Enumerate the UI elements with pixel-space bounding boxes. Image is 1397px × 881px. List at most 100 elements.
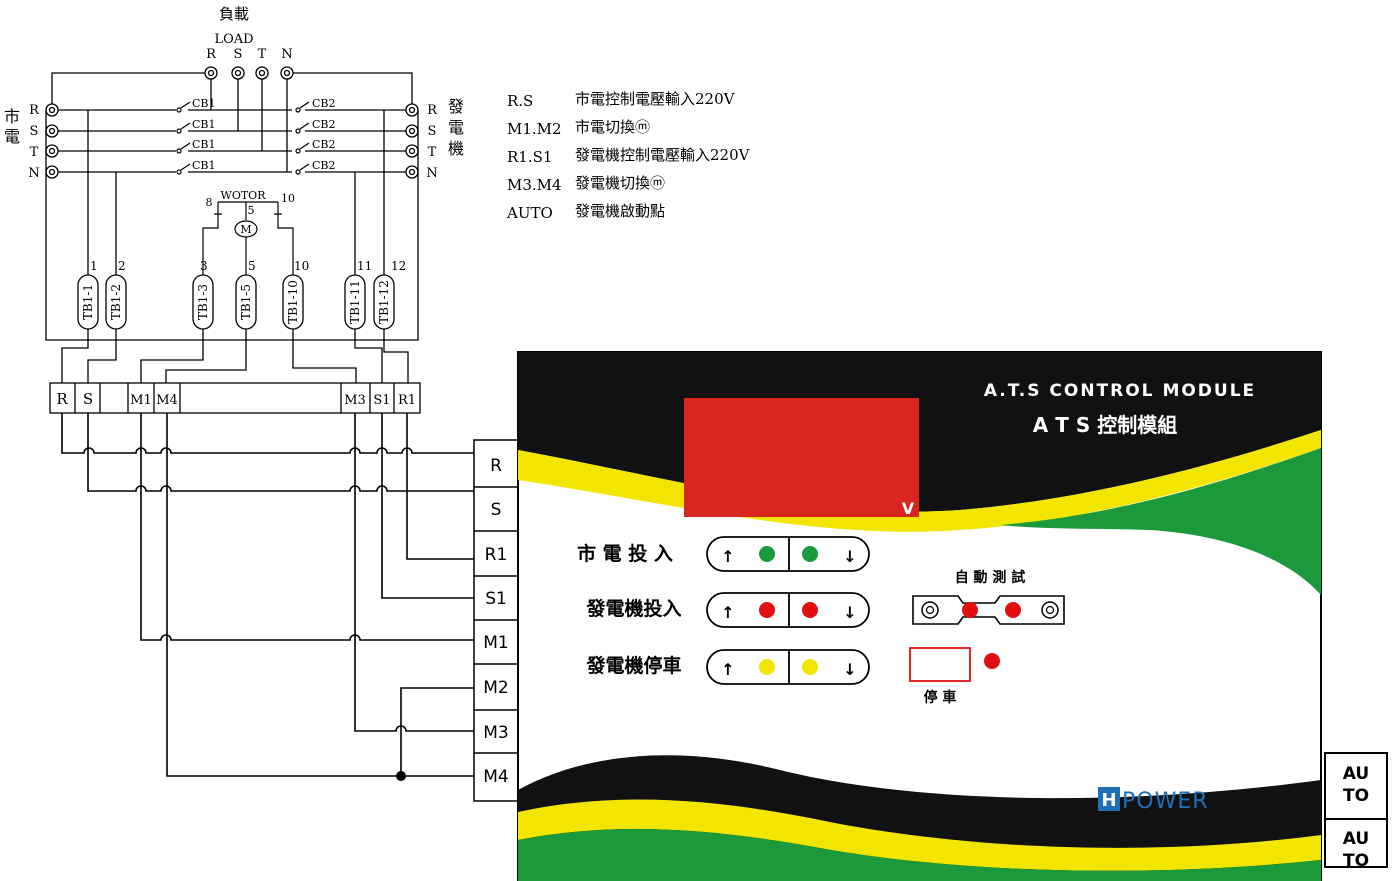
cb2-label-3: CB2 (312, 138, 336, 151)
strip-m1: M1 (130, 393, 152, 408)
row-label-mains: 市 電 投 入 (577, 542, 673, 565)
row-label-gen-stop: 發電機停車 (585, 654, 681, 677)
wire-11: 11 (357, 259, 372, 273)
gen-label-1: 發 (448, 97, 464, 116)
wire-1: 1 (90, 259, 98, 273)
mains-up-button[interactable]: ↑ (721, 546, 775, 566)
wire-5: 5 (248, 259, 256, 273)
legend-code-1: R.S (507, 92, 533, 110)
gen-on-down-button[interactable]: ↓ (802, 602, 857, 622)
svg-text:↓: ↓ (843, 603, 856, 622)
auto-test-switch[interactable] (912, 595, 1065, 625)
load-phase-n: N (281, 47, 292, 62)
auto-term-2-a: AU (1343, 829, 1369, 849)
mains-phase-n: N (28, 166, 39, 181)
gen-phase-r: R (427, 103, 438, 118)
stop-label: 停 車 (924, 689, 957, 706)
legend-code-3: R1.S1 (507, 148, 552, 166)
module-term-r: R (490, 456, 502, 476)
stop-indicator (984, 653, 1000, 669)
svg-text:↑: ↑ (721, 547, 734, 566)
module-terminal-block: R S R1 S1 M1 M2 M3 M4 (473, 439, 519, 802)
voltage-unit: V (902, 499, 915, 518)
strip-s: S (83, 390, 93, 408)
stop-button[interactable] (909, 647, 971, 682)
auto-terminals: AU TO AU TO (1324, 752, 1388, 871)
relay-label-12: TB1-12 (377, 280, 391, 324)
button-row-gen-on: ↑ ↓ (706, 592, 870, 628)
legend-code-5: AUTO (506, 204, 553, 222)
relay-label-11: TB1-11 (348, 280, 362, 324)
control-wiring (61, 413, 474, 777)
strip-s1: S1 (373, 393, 390, 408)
brand-logo: H POWER (1098, 787, 1209, 814)
strip-r1: R1 (398, 393, 416, 408)
module-term-m1: M1 (483, 633, 508, 653)
gen-stop-up-button[interactable]: ↑ (721, 659, 775, 679)
relay-label-5: TB1-5 (239, 284, 253, 320)
relay-label-1: TB1-1 (81, 284, 95, 320)
relay-label-3: TB1-3 (196, 284, 210, 320)
module-title-en: A.T.S CONTROL MODULE (984, 381, 1256, 401)
gen-phase-n: N (426, 166, 437, 181)
cb2-label-4: CB2 (312, 159, 336, 172)
legend-code-4: M3.M4 (507, 176, 562, 194)
cb1-contacts (176, 101, 191, 175)
gen-phase-t: T (428, 145, 437, 160)
load-terminal-s (231, 66, 245, 80)
module-term-m2: M2 (483, 678, 508, 698)
junction-dot (396, 771, 406, 781)
mains-label-2: 電 (4, 127, 20, 146)
relay-row: TB1-1 TB1-2 TB1-3 TB1-5 TB1-10 TB1-11 TB… (61, 259, 409, 383)
wire-10: 10 (294, 259, 309, 273)
load-terminal-n (280, 66, 294, 80)
cb1-label-1: CB1 (192, 97, 216, 110)
mains-side: 市 電 R S T N (4, 103, 59, 181)
svg-text:↑: ↑ (721, 660, 734, 679)
module-term-r1: R1 (485, 545, 508, 565)
mains-label-1: 市 (4, 107, 20, 126)
button-row-mains: ↑ ↓ (706, 536, 870, 572)
module-title-zh: A T S 控制模組 (1033, 413, 1177, 437)
motor: WOTOR 8 5 10 M (202, 189, 295, 275)
cb1-label-2: CB1 (192, 118, 216, 131)
wire-12: 12 (391, 259, 406, 273)
motor-m: M (240, 223, 251, 236)
svg-text:↓: ↓ (843, 660, 856, 679)
relay-label-2: TB1-2 (109, 284, 123, 320)
legend: R.S 市電控制電壓輸入220V M1.M2 市電切換ⓜ R1.S1 發電機控制… (506, 90, 751, 222)
gen-label-2: 電 (448, 118, 464, 137)
load-subtitle: LOAD (214, 32, 253, 47)
brand-mark: H (1101, 790, 1116, 811)
auto-test-label: 自 動 測 試 (955, 569, 1026, 586)
mains-phase-s: S (30, 124, 39, 139)
load-terminal-r (204, 66, 218, 80)
gen-label-3: 機 (448, 139, 464, 158)
load-terminal-t (255, 66, 269, 80)
ats-control-module: A.T.S CONTROL MODULE A T S 控制模組 V 市 電 投 … (517, 351, 1322, 881)
cb2-label-1: CB2 (312, 97, 336, 110)
auto-term-1-b: TO (1343, 786, 1369, 806)
gen-phase-s: S (428, 124, 437, 139)
legend-desc-5: 發電機啟動點 (575, 202, 665, 220)
motor-label: WOTOR (221, 189, 267, 202)
load-phase-r: R (206, 47, 217, 62)
gen-on-up-button[interactable]: ↑ (721, 602, 775, 622)
svg-text:↑: ↑ (721, 603, 734, 622)
load-phase-s: S (234, 47, 243, 62)
generator-side: R S T N 發 電 機 (405, 97, 464, 181)
legend-code-2: M1.M2 (507, 120, 562, 138)
terminal-strip: R S M1 M4 M3 S1 R1 (49, 382, 421, 414)
module-term-m4: M4 (483, 767, 508, 787)
legend-desc-4: 發電機切換ⓜ (575, 174, 665, 192)
cb2-contacts (295, 101, 310, 175)
strip-r: R (56, 390, 68, 408)
brand-name: POWER (1122, 789, 1209, 814)
gen-stop-down-button[interactable]: ↓ (802, 659, 857, 679)
button-row-gen-stop: ↑ ↓ (706, 649, 870, 685)
cb2-label-2: CB2 (312, 118, 336, 131)
module-term-s: S (491, 500, 502, 520)
legend-desc-2: 市電切換ⓜ (575, 118, 650, 136)
motor-pin-10: 10 (281, 192, 295, 205)
mains-down-button[interactable]: ↓ (802, 546, 857, 566)
